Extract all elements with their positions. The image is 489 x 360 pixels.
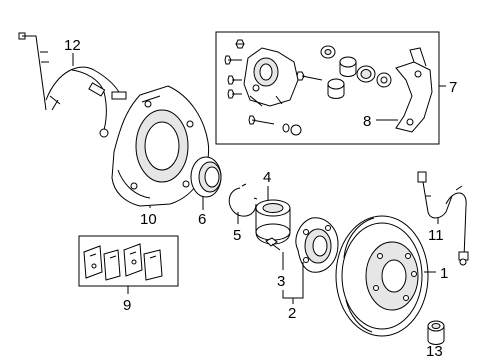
caliper-piston-seals[interactable] — [282, 45, 392, 136]
hub-bolt[interactable] — [265, 237, 281, 251]
callout-12: 12 — [64, 37, 81, 54]
brake-pads[interactable] — [83, 243, 163, 281]
callout-1: 1 — [440, 265, 448, 282]
caliper-kit-box — [215, 31, 440, 145]
axle-hub[interactable] — [295, 217, 339, 273]
callout-4: 4 — [263, 169, 271, 186]
caliper-body[interactable] — [243, 47, 299, 107]
callout-8: 8 — [363, 113, 371, 130]
callout-10: 10 — [140, 211, 157, 228]
hub-bearing[interactable] — [190, 156, 222, 198]
callout-13: 13 — [426, 343, 443, 360]
caliper-mounting-bracket[interactable] — [395, 47, 433, 133]
dust-shield[interactable] — [111, 85, 210, 207]
lug-nut[interactable] — [427, 320, 445, 345]
snap-ring[interactable] — [228, 183, 258, 217]
brake-hose[interactable] — [417, 171, 469, 266]
speed-sensor-wire[interactable] — [18, 32, 127, 138]
bearing[interactable] — [255, 199, 291, 245]
callout-11: 11 — [428, 227, 444, 244]
brake-rotor[interactable] — [335, 215, 429, 337]
callout-7: 7 — [449, 79, 457, 96]
callout-6: 6 — [198, 211, 206, 228]
callout-2: 2 — [288, 305, 296, 322]
callout-5: 5 — [233, 227, 241, 244]
leader-2 — [282, 262, 304, 304]
caliper-bolts[interactable] — [224, 39, 323, 125]
callout-9: 9 — [123, 297, 131, 314]
callout-3: 3 — [277, 273, 285, 290]
